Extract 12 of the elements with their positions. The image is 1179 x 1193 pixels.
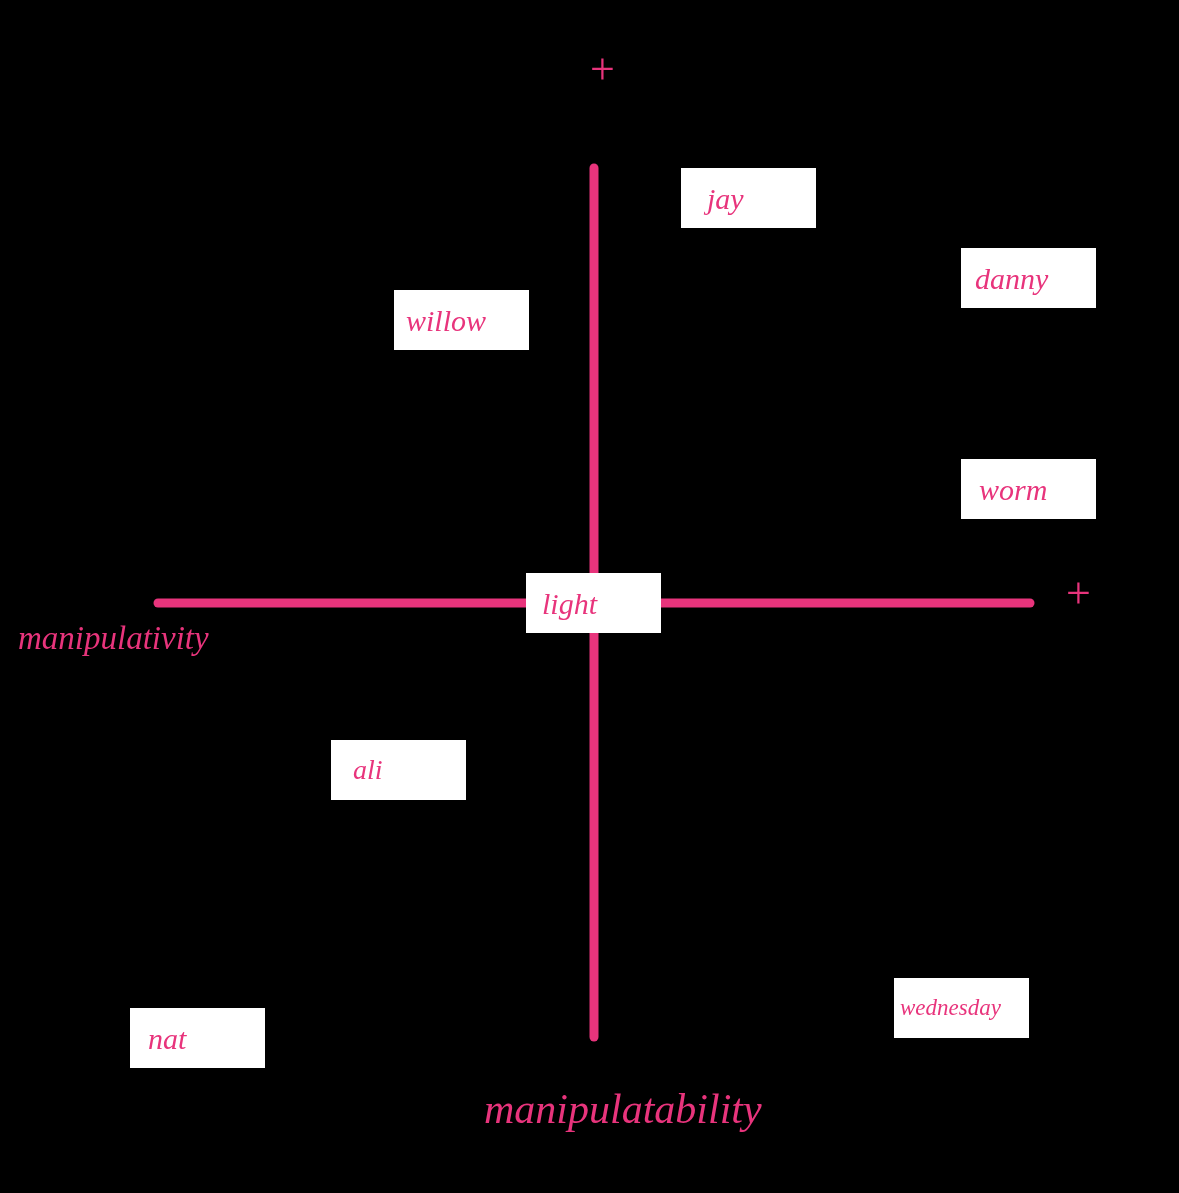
name-tag: worm	[961, 459, 1096, 519]
plus-sign: +	[1066, 572, 1091, 616]
name-tag: nat	[130, 1008, 265, 1068]
plus-sign: +	[590, 48, 615, 92]
name-tag: willow	[394, 290, 529, 350]
name-tag: jay	[681, 168, 816, 228]
axis-title: manipulatability	[484, 1088, 762, 1130]
name-tag: ali	[331, 740, 466, 800]
name-tag: light	[526, 573, 661, 633]
name-tag: danny	[961, 248, 1096, 308]
axis-title: manipulativity	[18, 622, 209, 655]
name-tag: wednesday	[894, 978, 1029, 1038]
